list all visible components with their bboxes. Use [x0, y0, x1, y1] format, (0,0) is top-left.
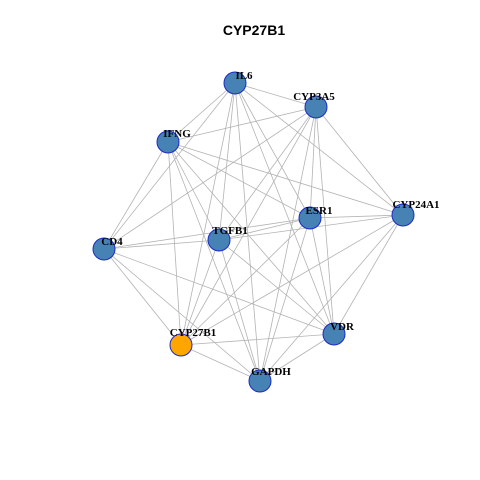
edge-cyp3a5-esr1 [309, 106, 317, 219]
node-layer [92, 71, 415, 393]
edge-il6-tgfb1 [218, 82, 236, 241]
node-label-ifng: IFNG [163, 128, 191, 140]
node-label-gapdh: GAPDH [251, 366, 291, 378]
edge-il6-vdr [234, 82, 335, 335]
node-vdr [322, 322, 346, 346]
edge-esr1-vdr [309, 217, 335, 335]
edge-esr1-tgfb1 [218, 217, 311, 241]
node-label-cyp27b1: CYP27B1 [170, 327, 216, 339]
edge-ifng-cyp24a1 [167, 141, 404, 216]
edge-cyp24a1-cyp27b1 [180, 214, 404, 346]
node-label-cyp3a5: CYP3A5 [293, 91, 335, 103]
edge-tgfb1-gapdh [218, 239, 261, 382]
edge-ifng-gapdh [167, 141, 261, 382]
edge-cyp27b1-gapdh [180, 344, 261, 382]
node-cyp27b1 [169, 333, 193, 357]
edge-il6-cyp3a5 [234, 82, 317, 108]
node-il6 [223, 71, 247, 95]
node-label-il6: IL6 [235, 70, 253, 82]
edge-vdr-gapdh [259, 333, 335, 382]
edge-tgfb1-cd4 [103, 239, 220, 250]
edge-cyp3a5-gapdh [259, 106, 317, 382]
node-label-cyp24a1: CYP24A1 [392, 199, 439, 211]
edge-ifng-esr1 [167, 141, 311, 219]
node-cd4 [92, 237, 116, 261]
edge-cyp3a5-vdr [315, 106, 335, 335]
edge-esr1-gapdh [259, 217, 311, 382]
edge-il6-esr1 [234, 82, 311, 219]
edge-ifng-vdr [167, 141, 335, 335]
node-esr1 [298, 206, 322, 230]
node-label-tgfb1: TGFB1 [212, 225, 247, 237]
edge-layer [103, 82, 404, 382]
edge-ifng-tgfb1 [167, 141, 220, 241]
edge-esr1-cyp24a1 [309, 214, 404, 219]
node-tgfb1 [207, 228, 231, 252]
edge-tgfb1-vdr [218, 239, 335, 335]
edge-cd4-cyp27b1 [103, 248, 182, 346]
graph-title: CYP27B1 [223, 22, 285, 38]
edge-ifng-cd4 [103, 141, 169, 250]
edge-cyp24a1-gapdh [259, 214, 404, 382]
edge-cd4-gapdh [103, 248, 261, 382]
edge-il6-gapdh [234, 82, 261, 382]
edge-cyp27b1-vdr [180, 333, 335, 346]
node-cyp3a5 [304, 95, 328, 119]
edge-cd4-vdr [103, 248, 335, 335]
node-label-esr1: ESR1 [306, 205, 333, 217]
edge-tgfb1-cyp27b1 [180, 239, 220, 346]
node-label-vdr: VDR [330, 321, 355, 333]
node-cyp24a1 [391, 203, 415, 227]
edge-esr1-cyp27b1 [180, 217, 311, 346]
edge-cyp3a5-cd4 [103, 106, 317, 250]
edge-esr1-cd4 [103, 217, 311, 250]
edge-cyp3a5-cyp24a1 [315, 106, 404, 216]
edge-cyp3a5-tgfb1 [218, 106, 317, 241]
node-gapdh [248, 369, 272, 393]
node-ifng [156, 130, 180, 154]
edge-cyp3a5-cyp27b1 [180, 106, 317, 346]
edge-cyp24a1-vdr [333, 214, 404, 335]
edge-cyp3a5-ifng [167, 106, 317, 143]
node-label-cd4: CD4 [101, 236, 123, 248]
edge-il6-cyp27b1 [180, 82, 236, 346]
edge-il6-ifng [167, 82, 236, 143]
